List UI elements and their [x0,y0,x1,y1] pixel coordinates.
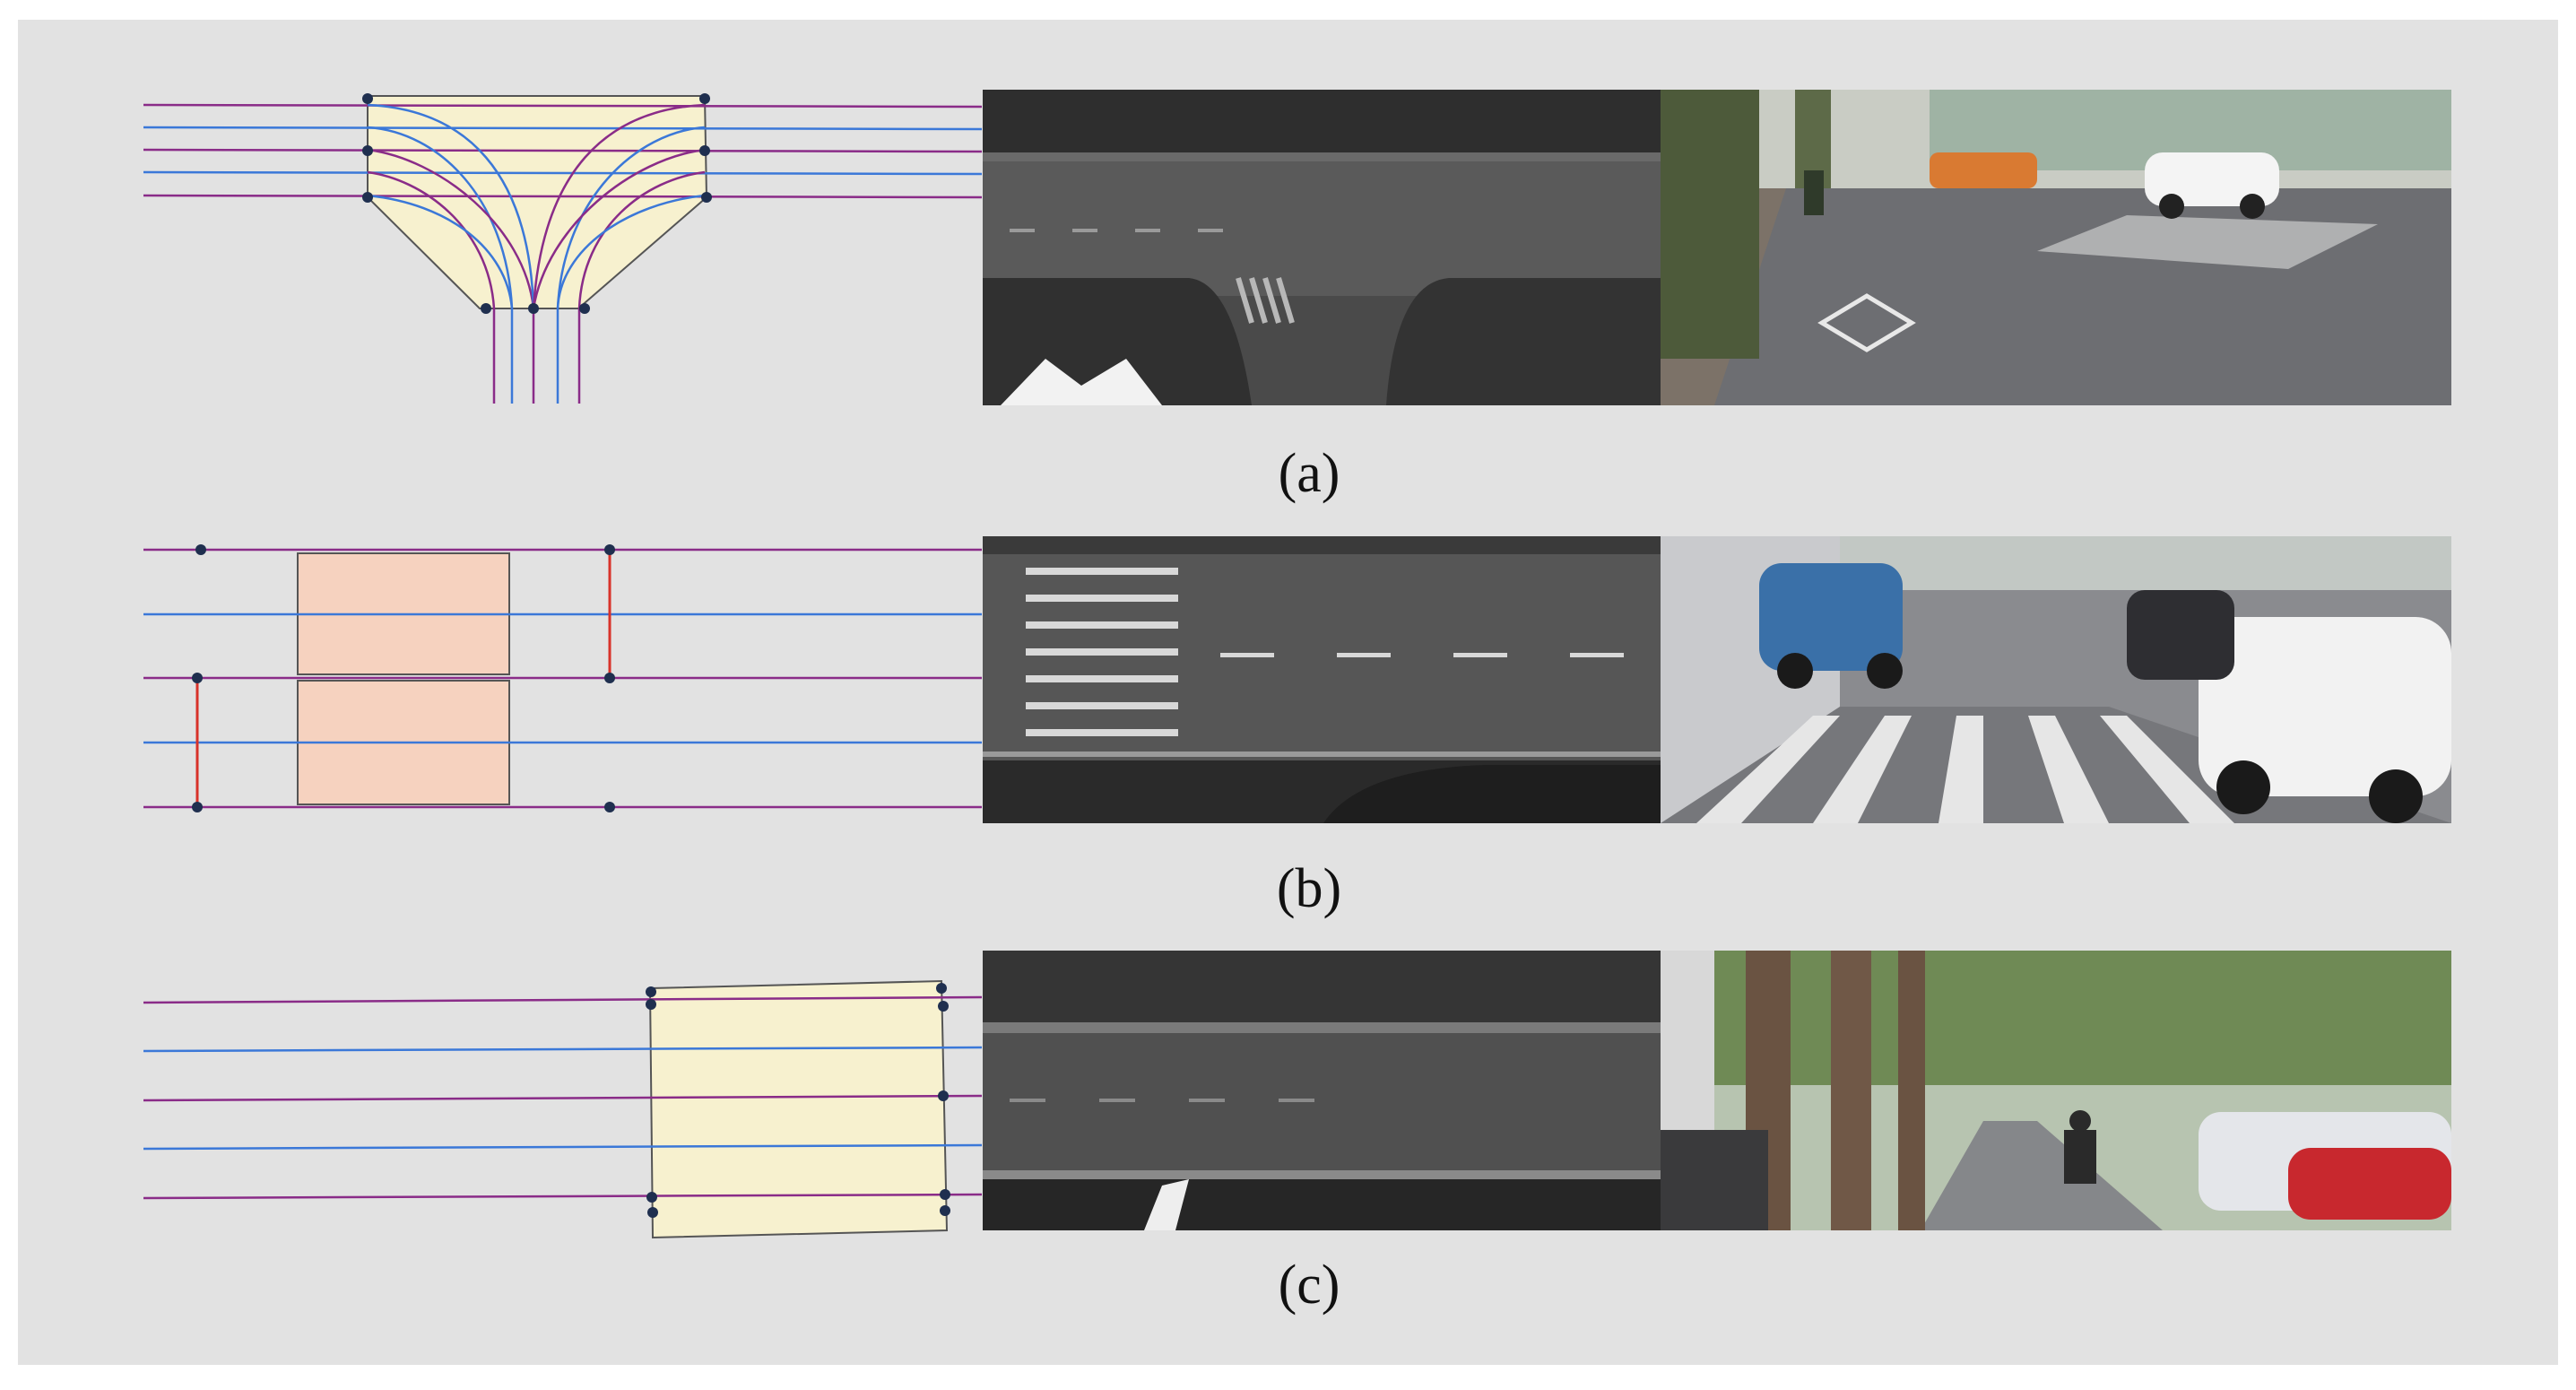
diagram-a-t-intersection [143,93,983,404]
turning-curves [367,103,706,309]
vertical-lane-lines [492,308,581,404]
figure-panel: (a) [18,20,2558,1365]
aerial-image-b [983,536,1661,823]
diagram-c-road-segment [143,979,983,1239]
node-points [646,983,950,1218]
street-image-c [1661,951,2451,1230]
aerial-image-c [983,951,1661,1230]
caption-c: (c) [1278,1255,1340,1316]
caption-a: (a) [1278,443,1340,504]
diagram-b-crosswalk [143,544,982,812]
segment-area [648,979,949,1239]
horizontal-lane-lines [143,548,982,809]
node-points [362,93,712,314]
node-points [192,544,615,812]
caption-b: (b) [1276,858,1342,919]
aerial-image-a [983,90,1661,405]
street-image-a [1661,90,2451,405]
street-image-b [1661,536,2451,823]
horizontal-lane-lines [143,995,983,1200]
horizontal-lane-lines [143,103,983,199]
connector-links [195,550,611,807]
